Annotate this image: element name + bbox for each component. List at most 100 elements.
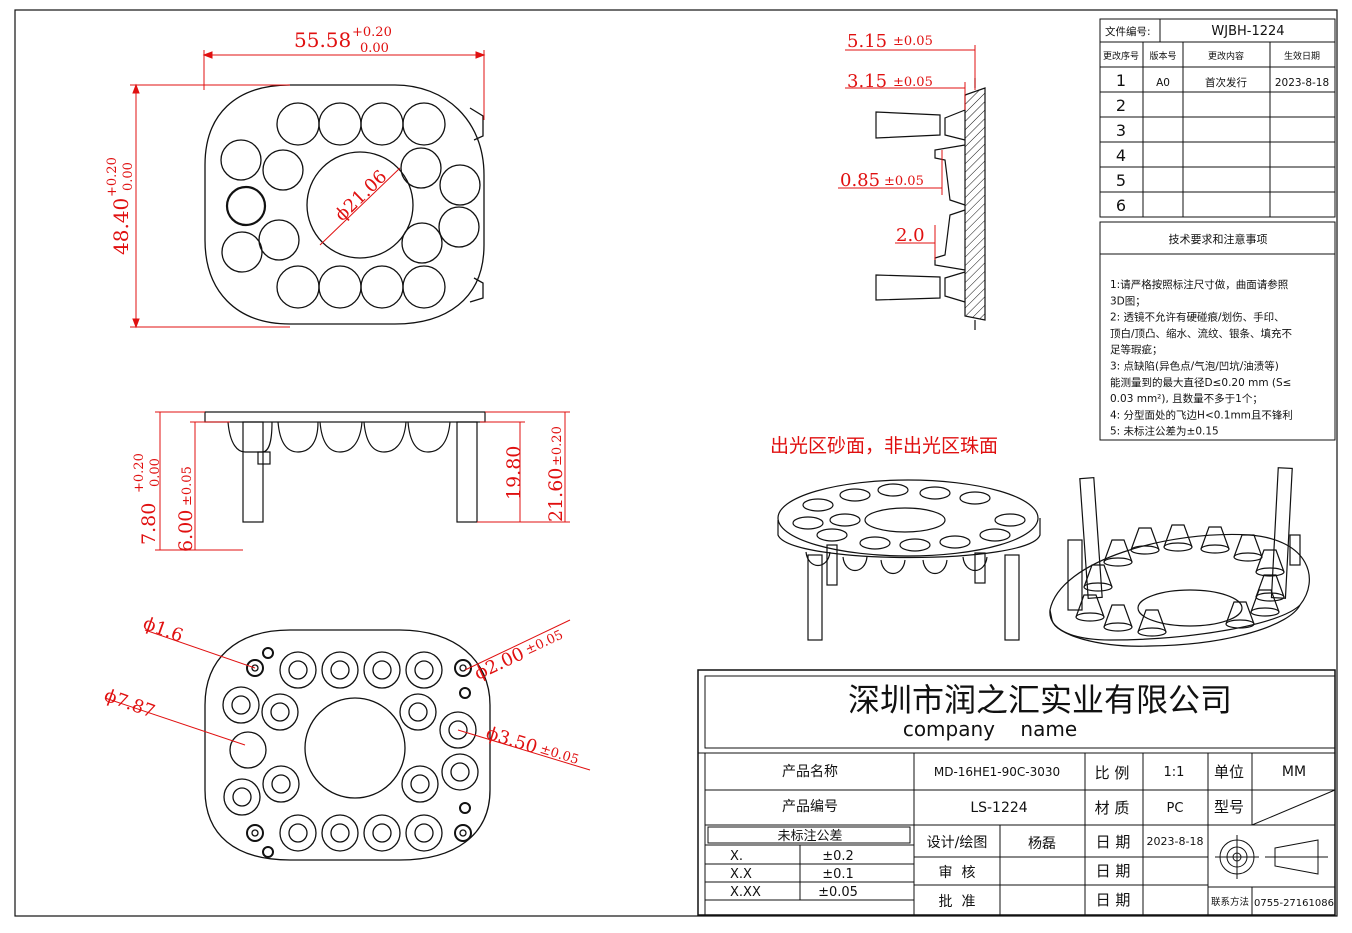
- iso-lens-cup: [792, 516, 824, 530]
- contact: 0755-27161086: [1254, 898, 1334, 909]
- dim-5-15-tol: ±0.05: [893, 34, 933, 49]
- tolerance-precision: X.X: [730, 867, 752, 882]
- revision-block: [1099, 18, 1336, 441]
- dim-width: 55.58: [294, 28, 351, 52]
- design-label: 设计/绘图: [927, 835, 988, 851]
- tolerance-precision: X.XX: [730, 885, 761, 900]
- dim-7-80-tol-up: +0.20: [132, 453, 147, 493]
- iso-lens-base: [1083, 582, 1113, 592]
- lens-outer: [262, 765, 300, 803]
- lens-inner: [330, 823, 350, 843]
- lens-inner: [330, 660, 350, 680]
- revision-cell: 1: [1116, 71, 1126, 90]
- iso-lens-cone: [1255, 574, 1285, 598]
- lens-outer: [441, 753, 479, 791]
- revision-header: 更改内容: [1208, 50, 1244, 62]
- iso-lens-cone: [1225, 601, 1255, 625]
- tech-note-line: 3D图；: [1110, 295, 1146, 307]
- lens-outer: [405, 651, 443, 689]
- dim-21-60: 21.60: [545, 468, 567, 522]
- iso-lens-cup: [839, 488, 871, 502]
- dim-2-0: 2.0: [896, 225, 925, 246]
- lens-inner: [448, 720, 468, 740]
- section-view: [875, 78, 986, 330]
- dim-5-15: 5.15: [847, 31, 887, 52]
- tolerance-title: 未标注公差: [777, 829, 842, 844]
- revision-cell: 3: [1116, 121, 1126, 140]
- tolerance-precision: X.: [730, 849, 743, 864]
- lens-outer: [401, 765, 439, 803]
- tech-note-line: 足等瑕疵；: [1110, 343, 1163, 356]
- iso-lens-base: [1137, 627, 1167, 637]
- iso-lens-cone: [1083, 564, 1113, 588]
- unit-label: 单位: [1214, 763, 1244, 781]
- iso-lens-base: [1255, 592, 1285, 602]
- iso-lens-cone: [1200, 526, 1230, 550]
- revision-cell: 2023-8-18: [1275, 77, 1329, 89]
- iso-lens-base: [1200, 544, 1230, 554]
- lens-outer: [279, 651, 317, 689]
- iso-lens-cup: [859, 536, 891, 550]
- approve-label: 批 准: [939, 894, 976, 910]
- lens-inner: [450, 762, 470, 782]
- model-label: 型号: [1214, 798, 1244, 816]
- designer: 杨磊: [1028, 836, 1056, 852]
- dim-height: 48.40: [109, 198, 133, 255]
- tolerance-rows: X.±0.2X.X±0.1X.XX±0.05: [730, 849, 858, 900]
- tech-note-line: 顶白/顶凸、缩水、流纹、银条、填充不: [1110, 327, 1293, 340]
- tech-note-line: 4: 分型面处的飞边H<0.1mm且不锋利: [1110, 408, 1293, 421]
- tech-note-line: 0.03 mm²), 且数量不多于1个；: [1110, 392, 1263, 405]
- lens-inner: [410, 774, 430, 794]
- review-label: 审 核: [939, 865, 976, 881]
- dim-dia-1-6: ϕ1.6: [140, 613, 186, 647]
- iso-lens-cup: [802, 498, 834, 512]
- dim-7-80: 7.80: [138, 503, 160, 545]
- iso-lens-base: [1103, 557, 1133, 567]
- iso-lens-cup: [919, 486, 951, 500]
- tech-note-line: 能测量到的最大直径D≤0.20 mm (S≤: [1110, 376, 1291, 389]
- tech-title: 技术要求和注意事项: [1169, 232, 1268, 246]
- lens-inner: [372, 660, 392, 680]
- lens-outer: [279, 814, 317, 852]
- dim-width-tol-up: +0.20: [352, 25, 392, 40]
- sheet-border: [14, 9, 1338, 917]
- iso-lens-cone: [1103, 604, 1133, 628]
- product-name: MD-16HE1-90C-3030: [934, 765, 1060, 779]
- dim-19-80: 19.80: [503, 446, 525, 500]
- revision-cell: 4: [1116, 146, 1126, 165]
- dim-height-tol-dn: 0.00: [121, 162, 136, 191]
- lens-inner: [232, 787, 252, 807]
- dim-6-00-tol: ±0.05: [180, 466, 195, 506]
- tolerance-value: ±0.1: [822, 867, 854, 882]
- top-view-dimensions: [130, 50, 486, 329]
- iso-lens-dome: [880, 559, 906, 575]
- tolerance-value: ±0.2: [822, 849, 854, 864]
- iso-lens-dome: [842, 556, 868, 572]
- revision-cell: 首次发行: [1205, 76, 1247, 89]
- lens-inner: [408, 702, 428, 722]
- iso-lens-cone: [1255, 549, 1285, 573]
- iso-view-1: [777, 479, 1041, 641]
- tech-note-line: 3: 点缺陷(异色点/气泡/凹坑/油渍等): [1110, 360, 1279, 373]
- dim-3-15: 3.15: [847, 71, 887, 92]
- bottom-view: [204, 629, 491, 861]
- tech-note-line: 2: 透镜不允许有硬碰痕/划伤、手印、: [1110, 311, 1285, 324]
- dim-0-85-tol: ±0.05: [884, 174, 924, 189]
- dim-7-80-tol-dn: 0.00: [148, 458, 163, 487]
- iso-lens-cup: [877, 483, 909, 497]
- lens-outer: [439, 711, 477, 749]
- lens-outer: [223, 778, 261, 816]
- iso-view-2: [1049, 467, 1310, 647]
- dim-dia-7-87: ϕ7.87: [101, 685, 157, 723]
- lens-outer: [363, 651, 401, 689]
- side-dimensions: [155, 411, 570, 551]
- date-label-1: 日 期: [1096, 833, 1131, 851]
- iso-lens-cup: [899, 538, 931, 552]
- dim-21-60-tol: ±0.20: [550, 426, 565, 466]
- doc-number-label: 文件编号:: [1105, 25, 1151, 38]
- lens-inner: [288, 823, 308, 843]
- revision-header: 更改序号: [1103, 50, 1139, 62]
- contact-label: 联系方法: [1211, 896, 1249, 908]
